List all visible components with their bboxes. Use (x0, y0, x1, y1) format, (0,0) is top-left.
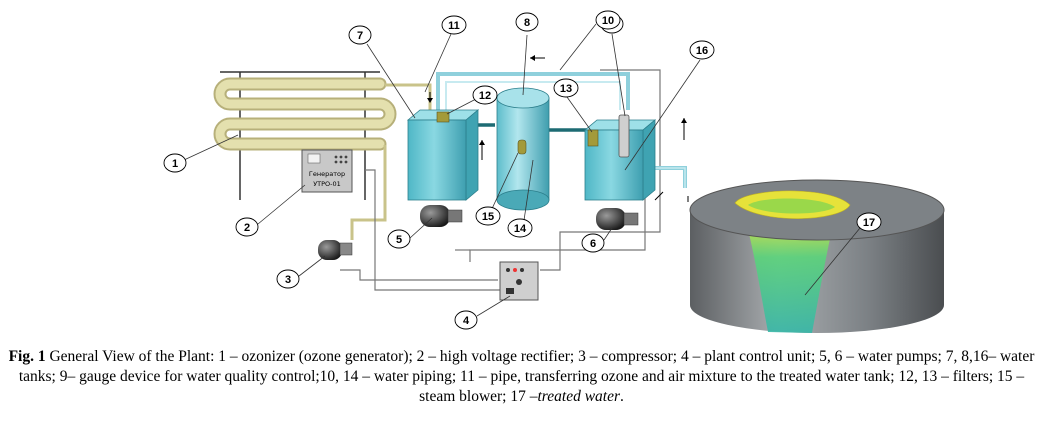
filter-13 (587, 129, 599, 147)
callout-16: 16 (689, 40, 715, 60)
steam-blower (517, 139, 527, 155)
callout-11-label: 11 (448, 20, 460, 32)
callout-6: 6 (581, 233, 605, 253)
callout-1: 1 (163, 153, 187, 173)
callout-11: 11 (441, 15, 467, 35)
callout-17-label: 17 (863, 217, 875, 229)
water-tank-16 (583, 114, 657, 201)
callout-15-label: 15 (482, 211, 494, 223)
plant-control-unit (499, 261, 539, 301)
callout-3: 3 (276, 269, 300, 289)
figure-caption: Fig. 1 General View of the Plant: 1 – oz… (4, 347, 1039, 407)
callout-8-label: 8 (524, 17, 530, 29)
callout-8: 8 (515, 12, 539, 32)
compressor (318, 240, 353, 260)
callout-12-label: 12 (479, 90, 491, 102)
water-tank-7 (406, 109, 480, 201)
caption-end: . (620, 388, 624, 405)
rectifier-label-line2: УТРО-01 (313, 180, 341, 188)
water-tank-8 (496, 87, 550, 211)
callout-10-label: 10 (602, 15, 614, 27)
ozonizer (213, 71, 397, 200)
callout-15: 15 (475, 206, 501, 226)
callout-2-label: 2 (244, 222, 250, 234)
callout-16-label: 16 (696, 45, 708, 57)
callout-10: 10 (595, 10, 621, 30)
caption-label: Fig. 1 (8, 348, 46, 365)
callout-14: 14 (507, 218, 533, 238)
high-voltage-rectifier: Генератор УТРО-01 (301, 149, 353, 193)
callout-7-label: 7 (357, 30, 363, 42)
callout-4-label: 4 (463, 315, 470, 327)
callout-2: 2 (235, 217, 259, 237)
plant-diagram: Генератор УТРО-01 (163, 10, 945, 333)
callout-14-label: 14 (514, 223, 527, 235)
rectifier-label-line1: Генератор (309, 170, 345, 178)
callout-3-label: 3 (285, 274, 291, 286)
callout-17: 17 (856, 212, 882, 232)
caption-text: General View of the Plant: 1 – ozonizer … (18, 348, 1035, 405)
callout-4: 4 (454, 310, 478, 330)
filter-12 (436, 111, 450, 123)
caption-italic-text: treated water (537, 388, 621, 405)
callout-5-label: 5 (396, 234, 402, 246)
callout-6-label: 6 (590, 238, 596, 250)
gauge-device (618, 114, 630, 158)
treated-water-tank (689, 179, 945, 333)
water-pump-6 (596, 208, 639, 230)
callout-13-label: 13 (560, 83, 572, 95)
callout-5: 5 (387, 229, 411, 249)
callout-13: 13 (553, 78, 579, 98)
water-pump-5 (420, 205, 463, 227)
leader-lines (183, 23, 861, 317)
callout-7: 7 (348, 25, 372, 45)
callout-12: 12 (472, 85, 498, 105)
callout-1-label: 1 (172, 158, 178, 170)
